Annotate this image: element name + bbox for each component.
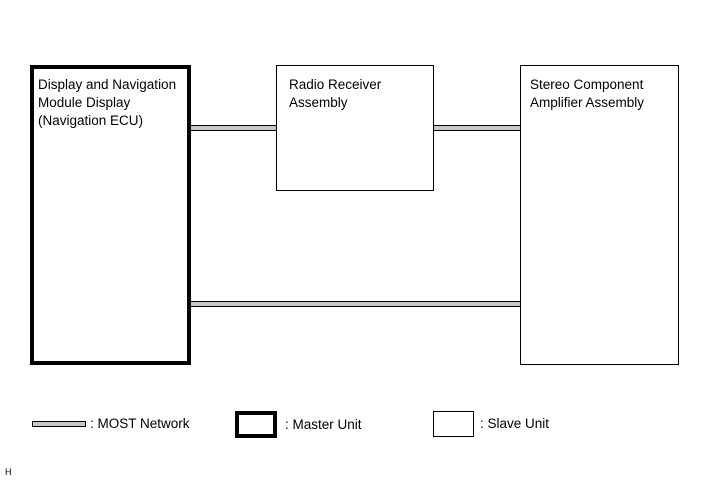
most-link-nav-to-radio: [189, 125, 277, 131]
most-link-amplifier-to-nav: [189, 301, 521, 307]
navigation-ecu-master-box: [30, 65, 191, 365]
stereo-amplifier-label: Stereo Component Amplifier Assembly: [530, 77, 645, 110]
radio-receiver-label: Radio Receiver Assembly: [289, 77, 382, 110]
navigation-ecu-label: Display and Navigation Module Display (N…: [38, 77, 177, 128]
legend-slave-unit-swatch: [433, 411, 474, 437]
legend-slave-unit-label: : Slave Unit: [480, 416, 550, 431]
legend-most-network-swatch: [32, 421, 86, 427]
most-link-radio-to-amplifier: [433, 125, 521, 131]
corner-code-label: H: [5, 467, 12, 477]
stereo-amplifier-slave-box: [520, 65, 679, 365]
legend-master-unit-swatch: [235, 411, 277, 438]
radio-receiver-slave-box: [276, 65, 434, 191]
legend-most-network-label: : MOST Network: [90, 416, 190, 431]
legend-master-unit-label: : Master Unit: [285, 417, 362, 432]
